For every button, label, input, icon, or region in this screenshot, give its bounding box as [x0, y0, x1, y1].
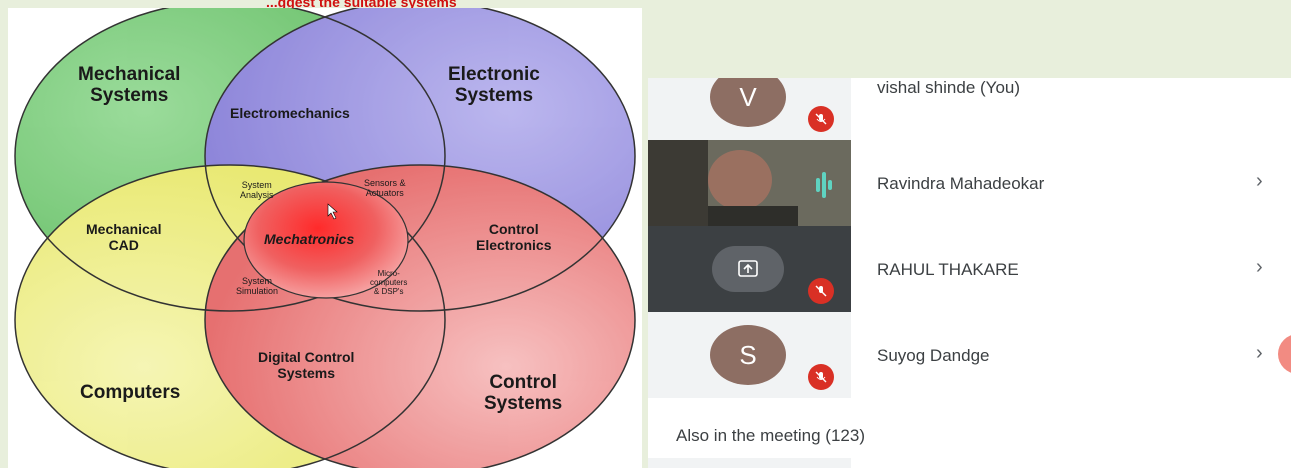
label-mechanical-systems: Mechanical Systems [78, 64, 181, 107]
participant-tile-partial [648, 458, 851, 468]
venn-diagram: Mechanical Systems Electronic Systems Co… [8, 8, 642, 468]
label-electromechanics: Electromechanics [230, 105, 350, 121]
floating-action-button[interactable] [1278, 334, 1291, 374]
label-system-simulation: System Simulation [236, 276, 279, 297]
chevron-right-icon[interactable]: › [1256, 342, 1263, 364]
label-mechanical-cad: Mechanical CAD [86, 221, 162, 253]
participant-name: Suyog Dandge [877, 346, 990, 365]
label-control-electronics: Control Electronics [476, 221, 552, 253]
label-control-systems: Control Systems [484, 372, 563, 415]
participant-name: vishal shinde (You) [877, 78, 1021, 97]
chevron-right-icon[interactable]: › [1256, 256, 1263, 278]
participant-row[interactable]: Ravindra Mahadeokar › [648, 140, 1291, 226]
participant-name: RAHUL THAKARE [877, 260, 1019, 279]
label-electronic-systems: Electronic Systems [448, 64, 540, 107]
avatar: S [710, 325, 786, 385]
pointer-cursor-icon [327, 203, 338, 220]
participant-row[interactable]: S Suyog Dandge › [648, 312, 1291, 398]
label-computers: Computers [80, 382, 181, 403]
mic-off-icon [808, 106, 834, 132]
label-microcomputers: Micro- computers & DSP's [370, 269, 408, 296]
participant-tile: S [648, 312, 851, 398]
participant-name: Ravindra Mahadeokar [877, 174, 1045, 193]
participants-panel: V vishal shinde (You) Ravindra Mahadeoka… [648, 78, 1291, 468]
label-system-analysis: System Analysis [240, 180, 274, 201]
label-digital-control-systems: Digital Control Systems [258, 349, 355, 381]
avatar: V [710, 78, 786, 127]
participant-tile: V [648, 78, 851, 140]
center-mechatronics [243, 181, 409, 299]
label-sensors-actuators: Sensors & Actuators [364, 178, 406, 199]
label-mechatronics: Mechatronics [264, 231, 355, 247]
participant-row[interactable]: RAHUL THAKARE › [648, 226, 1291, 312]
chevron-right-icon[interactable]: › [1256, 170, 1263, 192]
banner-text: ...ggest the suitable systems [266, 0, 457, 10]
mic-off-icon [808, 278, 834, 304]
participant-row[interactable]: V vishal shinde (You) [648, 78, 1291, 140]
audio-level-icon [816, 172, 832, 198]
video-tile [648, 140, 851, 226]
mic-off-icon [808, 364, 834, 390]
also-in-meeting-header: Also in the meeting (123) [676, 426, 865, 445]
presentation-tile [648, 226, 851, 312]
present-screen-icon [712, 246, 784, 292]
